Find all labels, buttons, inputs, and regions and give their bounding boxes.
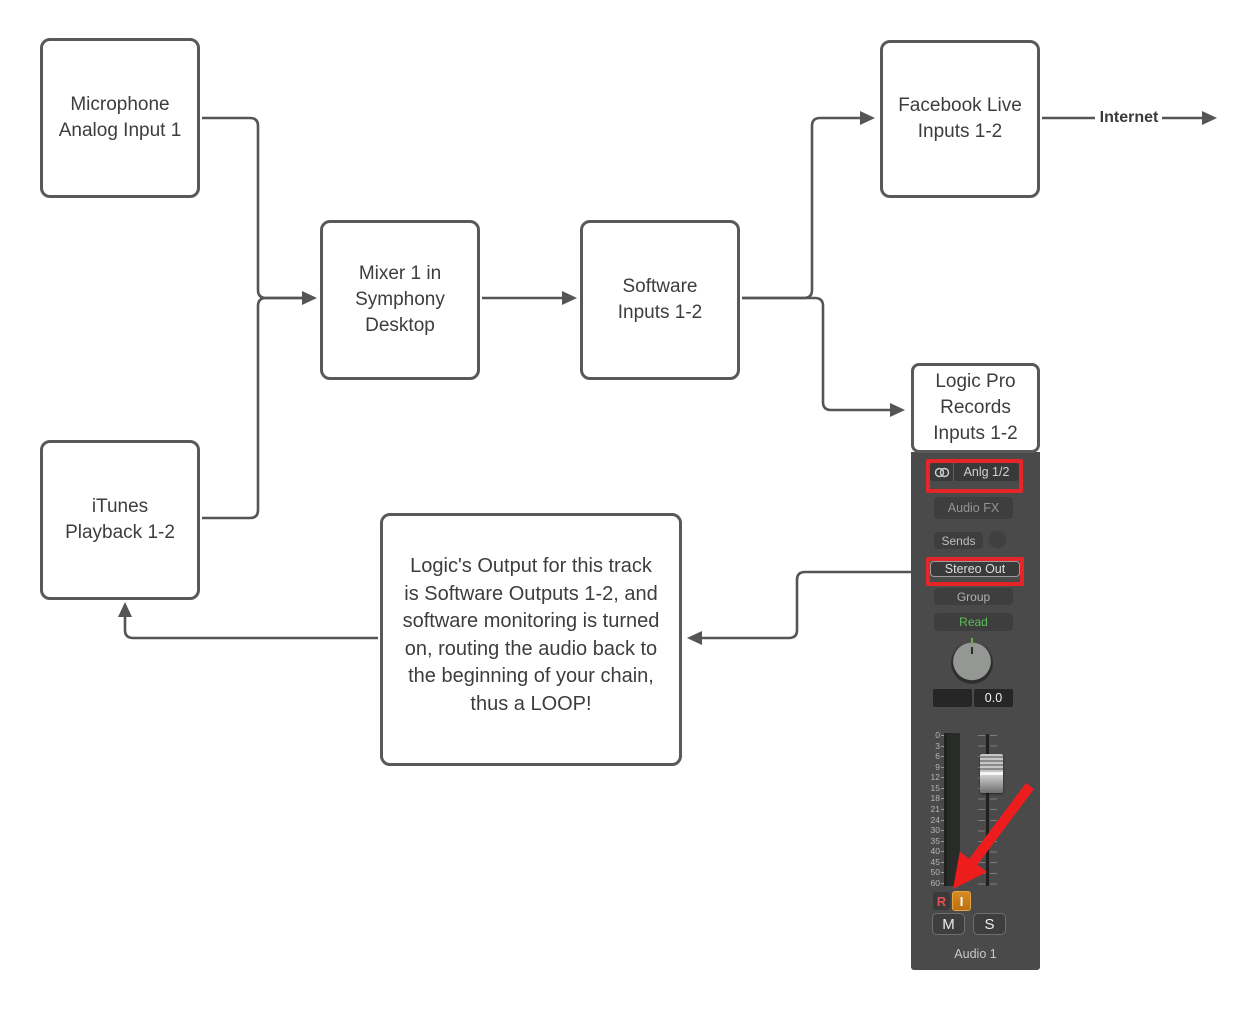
box-logic-pro: Logic Pro Records Inputs 1-2 — [911, 363, 1040, 453]
arrowhead — [562, 291, 577, 305]
scale-tick: 35 — [930, 835, 940, 846]
box-logic-pro-line: Inputs 1-2 — [933, 423, 1018, 444]
stereo-input-icon — [930, 463, 954, 481]
tick-mark — [941, 840, 944, 842]
box-facebook-live-line: Facebook Live — [898, 95, 1022, 116]
tick-mark — [941, 808, 944, 810]
scale-tick: 30 — [930, 825, 940, 836]
tick-mark — [941, 766, 944, 768]
tick-mark — [941, 756, 944, 758]
group-button[interactable]: Group — [934, 588, 1013, 605]
annotation-output-highlight: Stereo Out — [926, 557, 1024, 586]
scale-tick: 50 — [930, 867, 940, 878]
logic-channel-strip: Anlg 1/2 Audio FX Sends Stereo Out Group… — [911, 452, 1040, 970]
tick-mark — [941, 861, 944, 863]
scale-tick: 18 — [930, 793, 940, 804]
arrowhead — [1202, 111, 1217, 125]
box-mixer-line: Mixer 1 in — [358, 263, 442, 284]
pan-knob-pointer — [971, 647, 973, 654]
connector-software-to-logic — [742, 296, 891, 412]
tick-mark — [941, 882, 944, 884]
scale-tick: 60 — [930, 877, 940, 888]
scale-tick: 40 — [930, 846, 940, 857]
scale-tick: 15 — [930, 782, 940, 793]
tick-mark — [941, 819, 944, 821]
track-name-label: Audio 1 — [954, 947, 997, 961]
automation-mode-button[interactable]: Read — [934, 613, 1013, 631]
tick-mark — [941, 735, 944, 736]
pan-value-display[interactable] — [933, 689, 972, 707]
box-explanation-line: Logic's Output for this track — [410, 555, 652, 577]
box-itunes: iTunes Playback 1-2 — [40, 440, 200, 600]
box-software-inputs: Software Inputs 1-2 — [580, 220, 740, 380]
box-microphone-line: Microphone — [70, 94, 170, 115]
box-facebook-live-line: Inputs 1-2 — [917, 121, 1003, 142]
box-explanation-line: on, routing the audio back to — [404, 637, 658, 660]
scale-tick: 9 — [935, 761, 940, 772]
output-button[interactable]: Stereo Out — [930, 561, 1020, 577]
input-source-button[interactable]: Anlg 1/2 — [930, 463, 1019, 481]
connector-stereoout-to-explanation — [702, 570, 911, 640]
tick-mark — [941, 777, 944, 779]
fader-cap-centerline — [980, 772, 1003, 775]
box-facebook-live: Facebook Live Inputs 1-2 — [880, 40, 1040, 198]
box-explanation: Logic's Output for this track is Softwar… — [380, 513, 682, 766]
box-itunes-line: iTunes — [91, 496, 149, 517]
tick-mark — [941, 745, 944, 747]
tick-mark — [941, 851, 944, 853]
scale-tick: 0 — [935, 730, 940, 740]
connector-explanation-to-itunes — [123, 617, 378, 640]
scale-tick: 12 — [930, 772, 940, 783]
sends-button[interactable]: Sends — [934, 532, 983, 549]
arrowhead — [890, 403, 905, 417]
box-software-inputs-line: Software — [622, 276, 698, 297]
box-software-inputs-line: Inputs 1-2 — [617, 302, 703, 323]
box-itunes-line: Playback 1-2 — [65, 522, 175, 543]
connector-itunes-to-mixer — [202, 296, 303, 520]
mute-button[interactable]: M — [932, 913, 965, 935]
fader-cap-ridges — [980, 754, 1003, 772]
scale-tick: 24 — [930, 814, 940, 825]
fader-cap-lower — [980, 775, 1003, 793]
box-explanation-line: software monitoring is turned — [402, 610, 660, 632]
box-explanation-line: thus a LOOP! — [470, 692, 592, 715]
level-meter — [944, 733, 960, 886]
pan-knob[interactable] — [951, 638, 993, 684]
scale-tick: 21 — [930, 803, 940, 814]
tick-mark — [941, 830, 944, 832]
tick-mark — [941, 787, 944, 789]
tick-mark — [941, 872, 944, 874]
audio-fx-button[interactable]: Audio FX — [934, 497, 1013, 519]
arrowhead — [118, 602, 132, 617]
fader-scale: 0 3 6 9 12 15 18 21 24 30 35 40 45 50 60 — [921, 730, 944, 888]
scale-tick: 3 — [935, 740, 940, 751]
arrowhead — [302, 291, 317, 305]
connector-mic-to-mixer — [202, 116, 303, 300]
input-source-label: Anlg 1/2 — [963, 465, 1010, 479]
scale-tick: 6 — [935, 751, 940, 762]
record-enable-button[interactable]: R — [933, 892, 950, 910]
box-explanation-line: is Software Outputs 1-2, and — [404, 582, 658, 605]
volume-value-display[interactable]: 0.0 — [974, 689, 1013, 707]
annotation-input-highlight: Anlg 1/2 — [926, 459, 1023, 493]
pan-knob-tick — [971, 638, 973, 645]
box-mixer-line: Symphony — [355, 289, 445, 310]
send-level-knob[interactable] — [988, 530, 1007, 549]
box-microphone: Microphone Analog Input 1 — [40, 38, 200, 198]
input-monitoring-button[interactable]: I — [952, 891, 971, 911]
box-mixer-line: Desktop — [365, 315, 435, 336]
box-logic-pro-line: Records — [940, 397, 1011, 418]
box-microphone-line: Analog Input 1 — [58, 120, 182, 141]
arrowhead — [860, 111, 875, 125]
fader-cap[interactable] — [980, 754, 1003, 793]
connector-software-to-facebook — [742, 116, 861, 300]
box-mixer: Mixer 1 in Symphony Desktop — [320, 220, 480, 380]
tick-mark — [941, 798, 944, 800]
solo-button[interactable]: S — [973, 913, 1006, 935]
scale-tick: 45 — [930, 856, 940, 867]
internet-label: Internet — [1093, 106, 1165, 130]
arrowhead — [687, 631, 702, 645]
box-logic-pro-line: Logic Pro — [935, 371, 1016, 392]
box-explanation-line: the beginning of your chain, — [408, 665, 654, 687]
